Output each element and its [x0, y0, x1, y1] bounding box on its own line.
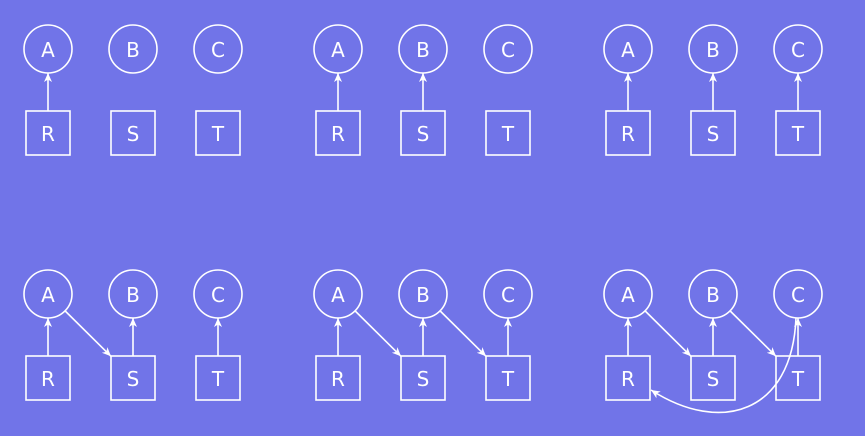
circle-node-b: B [398, 24, 448, 74]
node-label: T [501, 122, 515, 146]
square-node-s: S [400, 110, 446, 156]
node-label: A [331, 283, 345, 307]
node-label: T [211, 122, 225, 146]
circle-node-b: B [398, 269, 448, 319]
node-label: R [41, 122, 55, 146]
circle-node-b: B [688, 269, 738, 319]
node-label: C [791, 283, 805, 307]
graph-panel-5: A B C R S T [313, 269, 533, 401]
graph-panel-4: A B C R S T [23, 269, 243, 401]
square-node-t: T [195, 355, 241, 401]
circle-node-a: A [23, 269, 73, 319]
node-square-shape [485, 110, 531, 156]
node-label: R [331, 122, 345, 146]
node-label: R [621, 367, 635, 391]
square-node-r: R [25, 355, 71, 401]
node-label: C [501, 283, 515, 307]
node-circle-shape [108, 24, 158, 74]
graph-panel-3: A B C R S T [603, 24, 823, 156]
square-node-s: S [110, 110, 156, 156]
node-label: B [416, 283, 430, 307]
circle-node-c: C [193, 269, 243, 319]
square-node-t: T [485, 110, 531, 156]
square-node-r: R [605, 355, 651, 401]
edge-a-s [354, 310, 402, 357]
node-circle-shape [193, 24, 243, 74]
circle-node-b: B [108, 24, 158, 74]
square-node-s: S [690, 110, 736, 156]
node-label: T [211, 367, 225, 391]
node-label: C [791, 38, 805, 62]
square-node-r: R [315, 355, 361, 401]
node-label: B [416, 38, 430, 62]
square-node-t: T [485, 355, 531, 401]
square-node-r: R [315, 110, 361, 156]
square-node-s: S [400, 355, 446, 401]
circle-node-c: C [773, 24, 823, 74]
square-node-r: R [605, 110, 651, 156]
circle-node-a: A [603, 24, 653, 74]
node-label: C [211, 283, 225, 307]
node-label: S [707, 367, 720, 391]
node-label: C [211, 38, 225, 62]
node-label: T [501, 367, 515, 391]
node-label: B [126, 283, 140, 307]
circle-node-b: B [688, 24, 738, 74]
node-label: S [127, 367, 140, 391]
panels-root: A B C R S T A B C R S T A B C R S T A B C R S T A B C R S T A B C R S T [23, 24, 823, 414]
square-node-s: S [690, 355, 736, 401]
circle-node-a: A [313, 269, 363, 319]
node-label: C [501, 38, 515, 62]
square-node-r: R [25, 110, 71, 156]
edge-b-t [729, 310, 777, 357]
node-label: S [417, 367, 430, 391]
node-label: A [331, 38, 345, 62]
edge-a-s [644, 310, 692, 357]
node-label: T [791, 122, 805, 146]
node-label: R [41, 367, 55, 391]
graph-panel-2: A B C R S T [313, 24, 533, 156]
node-label: B [706, 38, 720, 62]
node-label: A [621, 38, 635, 62]
node-label: S [707, 122, 720, 146]
square-node-t: T [775, 355, 821, 401]
graph-panel-1: A B C R S T [23, 24, 243, 156]
node-label: S [417, 122, 430, 146]
graph-panel-6: A B C R S T [603, 269, 823, 414]
node-label: B [706, 283, 720, 307]
circle-node-b: B [108, 269, 158, 319]
node-circle-shape [483, 24, 533, 74]
node-label: A [41, 38, 55, 62]
edge-b-t [439, 310, 487, 357]
node-label: R [621, 122, 635, 146]
circle-node-a: A [603, 269, 653, 319]
node-label: R [331, 367, 345, 391]
node-label: B [126, 38, 140, 62]
square-node-s: S [110, 355, 156, 401]
circle-node-a: A [313, 24, 363, 74]
edge-c-r [650, 317, 797, 414]
circle-node-a: A [23, 24, 73, 74]
circle-node-c: C [773, 269, 823, 319]
node-label: A [41, 283, 55, 307]
node-square-shape [110, 110, 156, 156]
circle-node-c: C [193, 24, 243, 74]
edge-a-s [64, 310, 112, 357]
circle-node-c: C [483, 269, 533, 319]
node-square-shape [195, 110, 241, 156]
node-label: S [127, 122, 140, 146]
square-node-t: T [775, 110, 821, 156]
node-label: T [791, 367, 805, 391]
node-label: A [621, 283, 635, 307]
circle-node-c: C [483, 24, 533, 74]
square-node-t: T [195, 110, 241, 156]
